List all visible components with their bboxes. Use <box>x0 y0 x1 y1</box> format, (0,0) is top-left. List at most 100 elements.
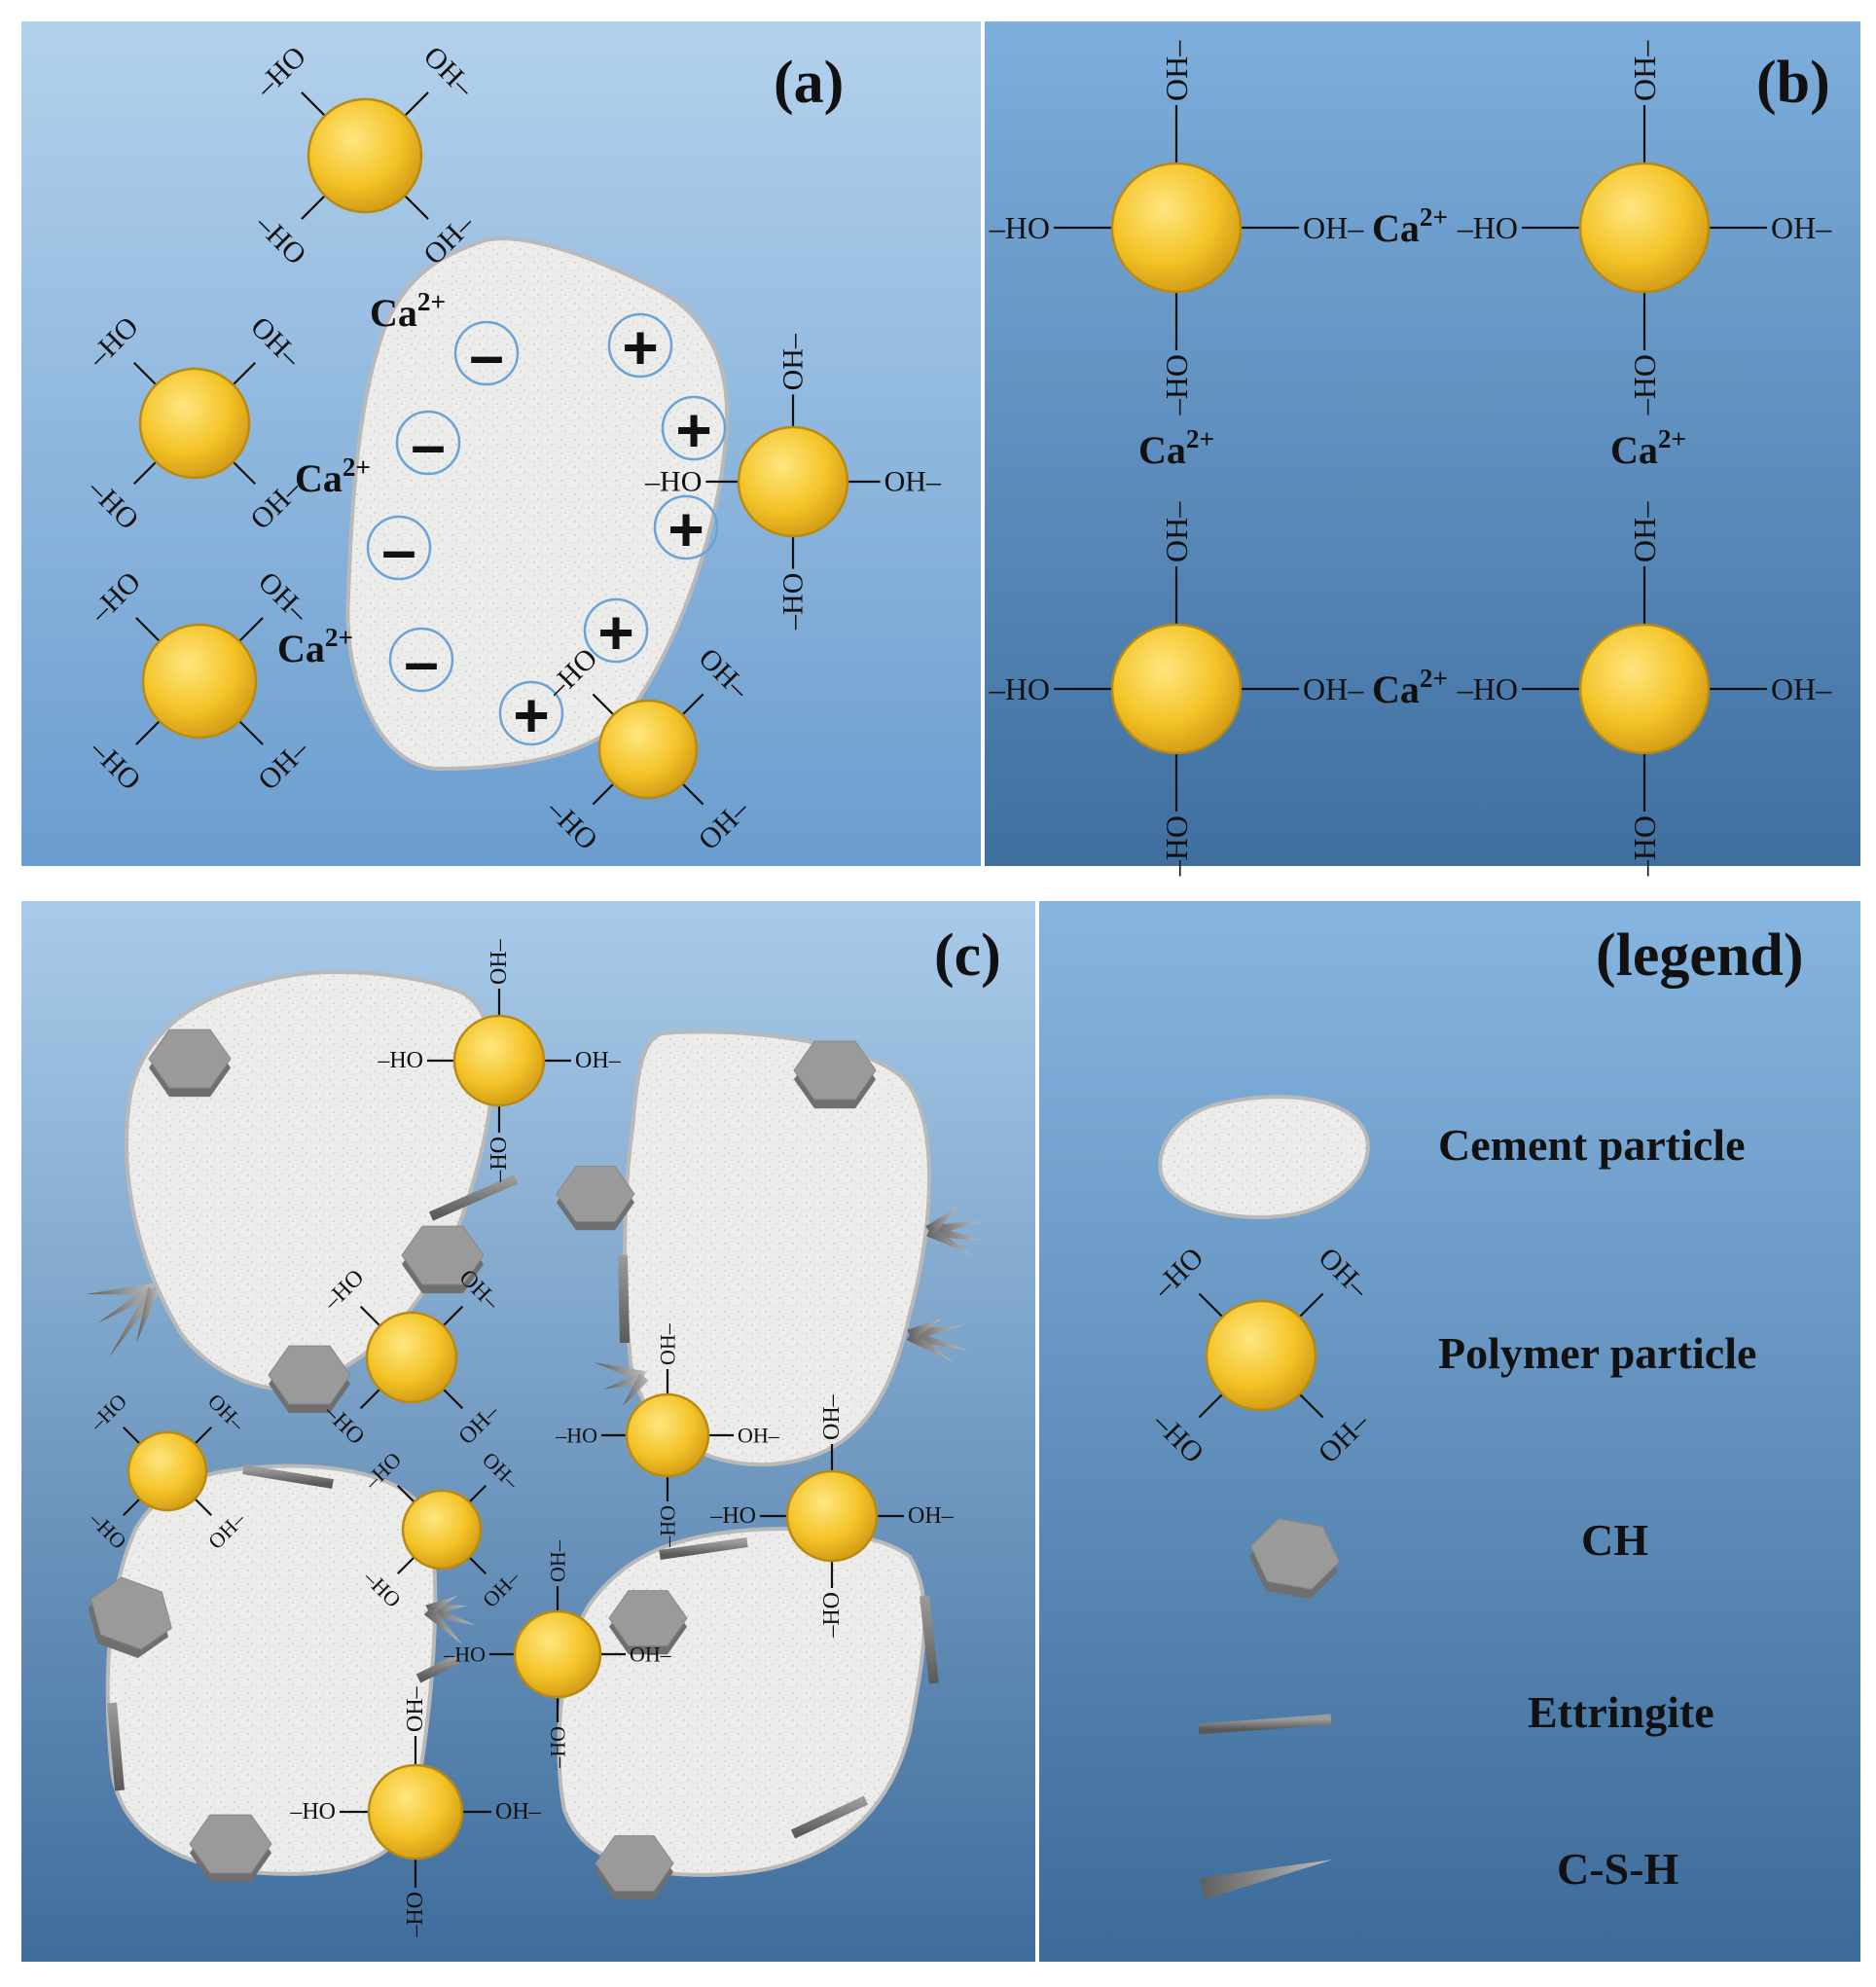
charge-ring <box>366 515 432 581</box>
ch-crystal-3 <box>556 1166 635 1231</box>
polymer-sphere <box>365 1311 458 1404</box>
polymer-sphere <box>1205 1299 1317 1412</box>
panel-legend-label: (legend) <box>1596 922 1804 989</box>
charge-9: + <box>498 680 564 750</box>
hydroxyl-label: OH– <box>575 1048 622 1073</box>
charge-8: + <box>583 597 649 668</box>
panel-a-label: (a) <box>774 50 844 116</box>
ch-face <box>90 1576 172 1650</box>
hydroxyl-label: –HO <box>555 1424 597 1448</box>
panel-b-background <box>985 21 1860 866</box>
bond-line <box>359 1388 381 1410</box>
hydroxyl-label: –HO <box>403 1892 428 1938</box>
csh-spike <box>603 1371 646 1390</box>
charge-ring <box>395 410 461 476</box>
plus-sign: + <box>513 680 549 750</box>
ch-crystal-8 <box>189 1814 272 1883</box>
hydroxyl-label: OH– <box>630 1643 672 1667</box>
csh-cluster-2 <box>925 1207 985 1255</box>
bond-line <box>238 617 264 642</box>
surface-charges: ––––+++++ <box>366 312 727 750</box>
csh-spike <box>908 1329 968 1351</box>
hydroxyl-label: –HO <box>487 1137 512 1183</box>
ca-charge: 2+ <box>1186 424 1214 453</box>
polymer-sphere <box>1578 623 1711 755</box>
hydroxyl-label: OH– <box>777 333 810 390</box>
csh-spikes <box>86 1207 1333 1899</box>
bond-line <box>232 361 257 386</box>
ettringite-rods <box>107 1174 1332 1839</box>
ca-charge: 2+ <box>1420 202 1448 232</box>
bond-line <box>301 91 326 117</box>
ch-crystal-1 <box>148 1029 232 1098</box>
charge-ring <box>607 312 673 379</box>
csh-spike <box>425 1596 457 1616</box>
polymer-sphere <box>401 1489 483 1571</box>
ettringite-rod-6 <box>920 1595 939 1684</box>
panel-c-label: (c) <box>934 922 1001 989</box>
ch-crystal-10 <box>1248 1518 1340 1600</box>
ca-symbol: Ca <box>1372 206 1420 250</box>
hydroxyl-label: OH– <box>1303 210 1364 245</box>
csh-spike <box>423 1606 462 1644</box>
bond-line <box>122 1426 141 1445</box>
ch-crystal-5 <box>268 1345 351 1414</box>
ca-charge: 2+ <box>325 623 353 652</box>
ca-symbol: Ca <box>370 291 417 335</box>
ca-symbol: Ca <box>295 456 343 500</box>
ca-charge: 2+ <box>343 452 371 482</box>
bond-line <box>359 1305 381 1327</box>
polymer-sphere <box>785 1469 879 1563</box>
ch-face <box>608 1590 688 1646</box>
calcium-ion-b3: Ca2+ <box>1610 424 1686 472</box>
hydroxyl-label: OH– <box>495 1799 542 1824</box>
polymer-sphere <box>126 1430 208 1512</box>
hydroxyl-label: –HO <box>546 1726 570 1769</box>
cement-particle-c2 <box>623 1030 931 1467</box>
charge-ring <box>498 680 564 746</box>
charge-ring <box>453 320 520 386</box>
bond-line <box>468 1484 487 1503</box>
ch-crystal-2 <box>793 1040 877 1109</box>
bond-line <box>468 1556 487 1575</box>
panel-b-label: (b) <box>1756 50 1830 116</box>
hydroxyl-label: OH– <box>884 466 942 498</box>
hydroxyl-label: OH– <box>1159 40 1194 101</box>
hydroxyl-label: –HO <box>777 573 810 631</box>
bond-line <box>1198 1392 1224 1419</box>
minus-sign: – <box>411 410 446 480</box>
bond-line <box>122 1498 141 1517</box>
bond-line <box>1298 1292 1324 1319</box>
plus-sign: + <box>667 494 704 564</box>
csh-spike <box>623 1373 649 1406</box>
polymer-sphere <box>307 97 423 214</box>
csh-cluster-5 <box>423 1596 475 1644</box>
minus-sign: – <box>381 515 416 585</box>
hydroxyl-label: OH– <box>656 1322 680 1365</box>
hydroxyl-label: –HO <box>1627 354 1662 415</box>
minus-sign: – <box>404 627 439 697</box>
ca-symbol: Ca <box>277 627 325 670</box>
ettringite-rod-5 <box>107 1702 125 1791</box>
ch-face <box>556 1166 635 1222</box>
ca-symbol: Ca <box>1372 668 1420 711</box>
bond-line <box>238 720 264 745</box>
bond-line <box>232 460 257 486</box>
plus-sign: + <box>622 312 658 382</box>
ch-crystal-9 <box>595 1835 674 1900</box>
ch-face <box>793 1040 877 1101</box>
ch-face <box>595 1835 674 1892</box>
ch-crystals <box>88 1029 1340 1900</box>
csh-spike <box>86 1283 155 1295</box>
ettringite-rod-7 <box>415 1654 460 1683</box>
legend-ch-label: CH <box>1581 1515 1648 1565</box>
hydroxyl-label: –HO <box>989 210 1050 245</box>
hydroxyl-label: –HO <box>1627 815 1662 877</box>
hydroxyl-label: –HO <box>1159 354 1194 415</box>
polymer-sphere <box>1110 162 1243 294</box>
